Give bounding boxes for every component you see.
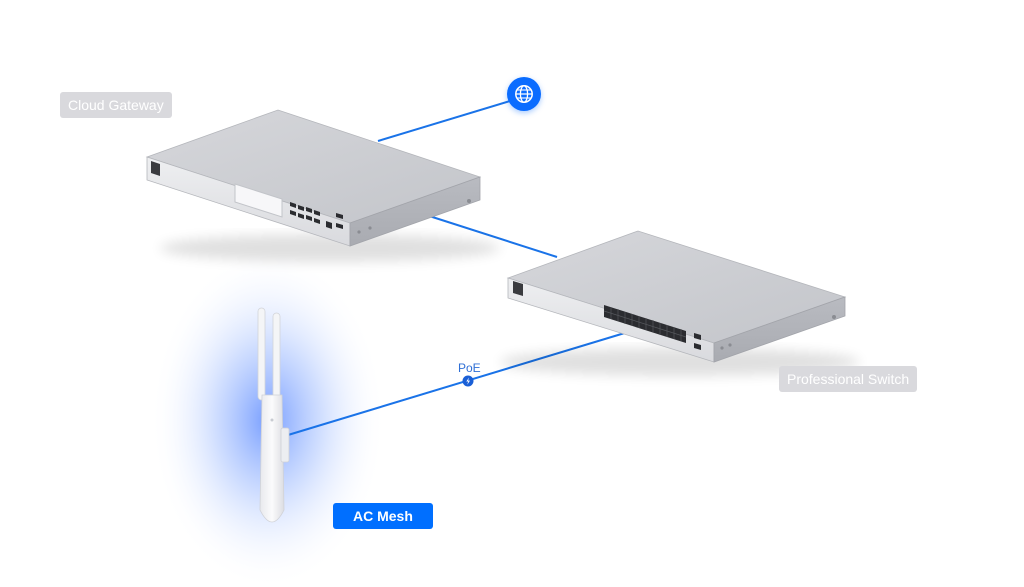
link-switch-access-point <box>287 331 629 436</box>
ac-mesh-access-point[interactable] <box>257 307 290 523</box>
poe-link-label: PoE <box>458 361 481 375</box>
internet-node <box>507 77 541 111</box>
professional-switch-device[interactable] <box>500 230 860 376</box>
link-gateway-internet <box>377 100 511 142</box>
lightning-icon <box>466 377 470 385</box>
ac-mesh-label: AC Mesh <box>333 503 433 529</box>
professional-switch-label: Professional Switch <box>779 366 918 392</box>
link-gateway-switch <box>422 213 558 258</box>
cloud-gateway-label: Cloud Gateway <box>60 92 172 118</box>
globe-icon <box>515 85 533 103</box>
poe-marker <box>462 375 474 387</box>
cloud-gateway-device[interactable] <box>145 109 500 262</box>
